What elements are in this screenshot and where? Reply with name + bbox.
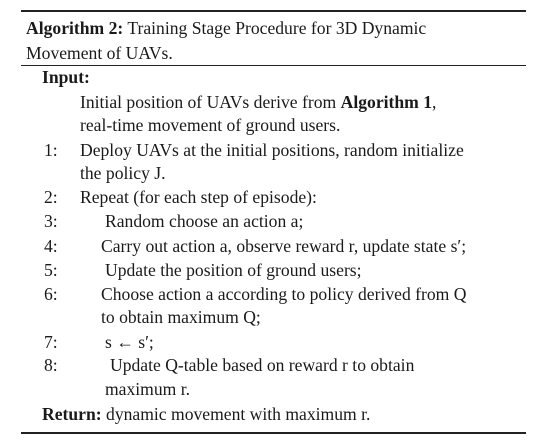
step-number: 3: bbox=[44, 211, 58, 231]
algorithm-title-text-2: Movement of UAVs. bbox=[26, 43, 173, 63]
return-line: Return: dynamic movement with maximum r. bbox=[42, 403, 370, 426]
input-line-2: real-time movement of ground users. bbox=[80, 115, 341, 135]
step-4-line-1: Carry out action a, observe reward r, up… bbox=[101, 236, 467, 256]
input-line-1-pre: Initial position of UAVs derive from bbox=[80, 92, 341, 112]
step-6-line-1: Choose action a according to policy deri… bbox=[101, 284, 467, 304]
input-line-1-ref: Algorithm 1 bbox=[340, 92, 433, 112]
step-1-line-2: the policy J. bbox=[80, 163, 166, 183]
step-8-line-2: maximum r. bbox=[105, 379, 191, 399]
step-number: 2: bbox=[44, 187, 58, 207]
bottom-rule bbox=[21, 432, 526, 434]
algorithm-title-label: Algorithm 2: bbox=[26, 18, 124, 38]
step-number: 1: bbox=[44, 140, 58, 160]
step-8-line-1: Update Q-table based on reward r to obta… bbox=[110, 355, 415, 375]
step-3-line-1: Random choose an action a; bbox=[105, 211, 304, 231]
step-number: 7: bbox=[44, 332, 58, 352]
input-line-1-post: , bbox=[432, 92, 437, 112]
title-rule bbox=[21, 65, 526, 67]
algorithm-title: Algorithm 2: Training Stage Procedure fo… bbox=[26, 16, 516, 66]
algorithm-title-text-1: Training Stage Procedure for 3D Dynamic bbox=[127, 18, 427, 38]
step-number: 4: bbox=[44, 236, 58, 256]
step-2-line-1: Repeat (for each step of episode): bbox=[80, 187, 317, 207]
step-number: 5: bbox=[44, 260, 58, 280]
step-7-line-1: s ← s′; bbox=[105, 332, 154, 352]
input-label: Input: bbox=[42, 67, 90, 87]
step-6-line-2: to obtain maximum Q; bbox=[101, 307, 261, 327]
algorithm-box: Algorithm 2: Training Stage Procedure fo… bbox=[21, 10, 526, 434]
return-label: Return: bbox=[42, 404, 102, 424]
step-number: 8: bbox=[44, 355, 58, 375]
step-5-line-1: Update the position of ground users; bbox=[105, 260, 362, 280]
step-number: 6: bbox=[44, 284, 58, 304]
return-text: dynamic movement with maximum r. bbox=[106, 404, 371, 424]
input-line-1: Initial position of UAVs derive from Alg… bbox=[80, 91, 436, 114]
top-rule bbox=[21, 10, 526, 12]
step-1-line-1: Deploy UAVs at the initial positions, ra… bbox=[80, 140, 464, 160]
